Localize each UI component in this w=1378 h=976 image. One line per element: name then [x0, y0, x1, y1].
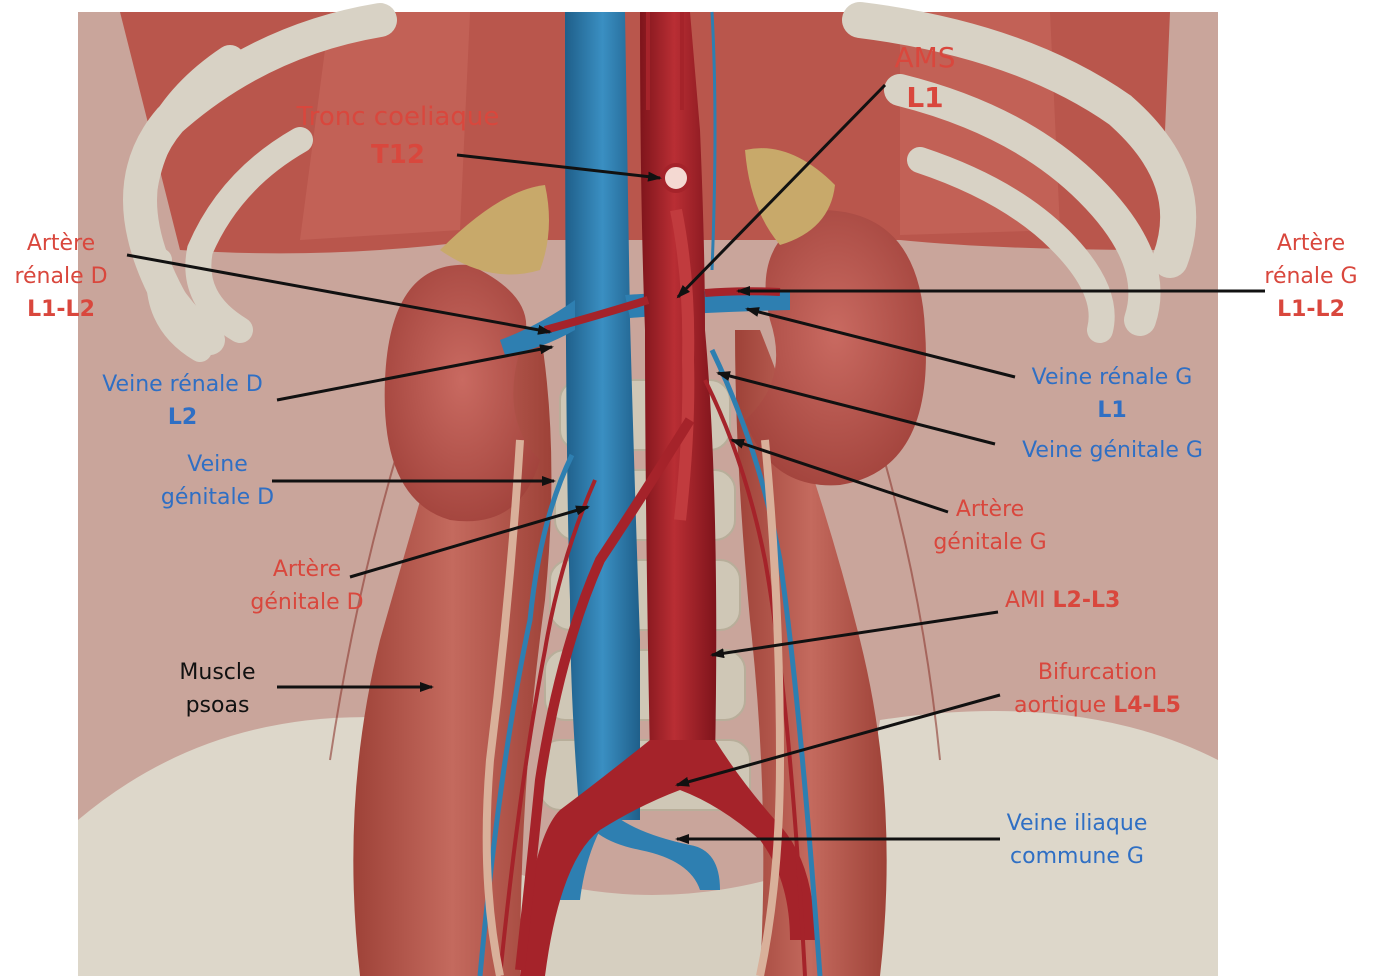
- celiac-trunk: [663, 165, 689, 191]
- label-ams: AMS L1: [860, 38, 990, 118]
- label-veine-iliaque-line2: commune G: [992, 840, 1162, 873]
- label-veine-genitale-g: Veine génitale G: [1005, 434, 1220, 467]
- label-veine-genitale-g-line1: Veine génitale G: [1005, 434, 1220, 467]
- label-tronc-coeliaque-name: Tronc coeliaque: [268, 98, 528, 136]
- label-artere-renale-d-level: L1-L2: [0, 293, 122, 326]
- label-veine-renale-g-level: L1: [1012, 394, 1212, 427]
- label-artere-renale-d: Artère rénale D L1-L2: [0, 227, 122, 326]
- label-ami: AMI L2-L3: [1005, 584, 1155, 617]
- label-bifurcation: Bifurcation aortique L4-L5: [995, 656, 1200, 722]
- label-ami-name: AMI: [1005, 588, 1046, 613]
- label-ami-level: L2-L3: [1053, 588, 1121, 613]
- label-veine-renale-g-line1: Veine rénale G: [1012, 361, 1212, 394]
- label-artere-renale-g: Artère rénale G L1-L2: [1250, 227, 1372, 326]
- label-veine-iliaque-line1: Veine iliaque: [992, 807, 1162, 840]
- label-artere-genitale-g-line1: Artère: [915, 493, 1065, 526]
- label-artere-renale-g-level: L1-L2: [1250, 293, 1372, 326]
- label-artere-renale-g-line1: Artère: [1250, 227, 1372, 260]
- label-veine-genitale-d-line1: Veine: [140, 448, 295, 481]
- label-psoas-line2: psoas: [160, 689, 275, 722]
- label-veine-renale-d-level: L2: [80, 401, 285, 434]
- label-artere-renale-g-line2: rénale G: [1250, 260, 1372, 293]
- label-artere-genitale-d-line1: Artère: [232, 553, 382, 586]
- label-veine-renale-g: Veine rénale G L1: [1012, 361, 1212, 427]
- label-psoas-line1: Muscle: [160, 656, 275, 689]
- label-bifurcation-line2: aortique: [1014, 693, 1106, 718]
- label-veine-genitale-d: Veine génitale D: [140, 448, 295, 514]
- label-tronc-coeliaque: Tronc coeliaque T12: [268, 98, 528, 174]
- label-ams-name: AMS: [860, 38, 990, 78]
- label-ams-level: L1: [860, 78, 990, 118]
- label-artere-genitale-d: Artère génitale D: [232, 553, 382, 619]
- label-bifurcation-level: L4-L5: [1113, 693, 1181, 718]
- label-tronc-coeliaque-level: T12: [268, 136, 528, 174]
- label-artere-genitale-g-line2: génitale G: [915, 526, 1065, 559]
- label-bifurcation-line1: Bifurcation: [995, 656, 1200, 689]
- label-artere-renale-d-line2: rénale D: [0, 260, 122, 293]
- label-veine-iliaque: Veine iliaque commune G: [992, 807, 1162, 873]
- label-artere-genitale-g: Artère génitale G: [915, 493, 1065, 559]
- label-veine-genitale-d-line2: génitale D: [140, 481, 295, 514]
- label-artere-renale-d-line1: Artère: [0, 227, 122, 260]
- label-veine-renale-d: Veine rénale D L2: [80, 368, 285, 434]
- label-veine-renale-d-line1: Veine rénale D: [80, 368, 285, 401]
- label-artere-genitale-d-line2: génitale D: [232, 586, 382, 619]
- label-psoas: Muscle psoas: [160, 656, 275, 722]
